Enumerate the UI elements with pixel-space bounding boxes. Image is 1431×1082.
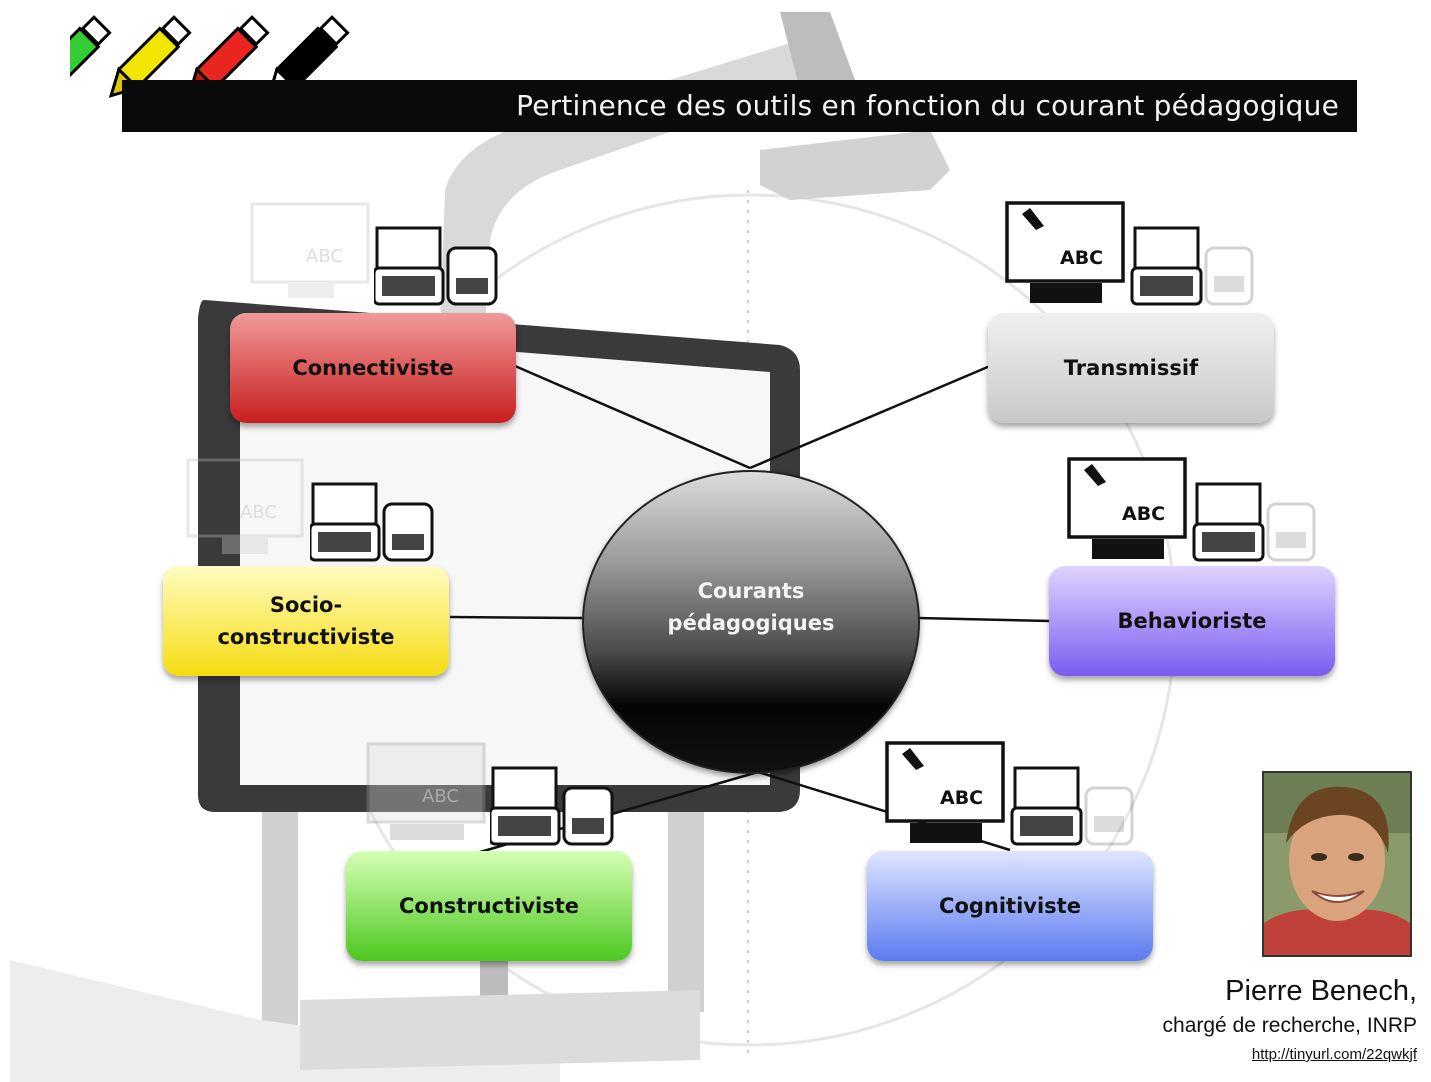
author-photo (1262, 771, 1412, 957)
tablet-icon-faded (1266, 502, 1316, 562)
node-cognitiviste: Cognitiviste (867, 851, 1153, 961)
marker-icons (70, 15, 350, 98)
author-link[interactable]: http://tinyurl.com/22qwkjf (1251, 1046, 1417, 1063)
title-bar: Pertinence des outils en fonction du cou… (122, 80, 1357, 132)
tablet-icon (562, 786, 614, 846)
node-behavioriste: Behavioriste (1049, 566, 1335, 676)
laptop-icon (490, 766, 561, 846)
board-abc-label: ABC (1122, 503, 1165, 525)
tablet-icon (446, 246, 498, 306)
node-constructiviste: Constructiviste (346, 851, 632, 961)
interactive-board-icon: ABC (885, 741, 1005, 843)
tool-icons-connectiviste (374, 226, 498, 306)
author-name: Pierre Benech, (1225, 975, 1417, 1007)
interactive-board-icon: ABC (1067, 457, 1187, 559)
laptop-icon (1010, 766, 1083, 846)
node-transmissif-label: Transmissif (1063, 356, 1199, 380)
connector-socio (449, 615, 583, 620)
node-connectiviste: Connectiviste (230, 313, 516, 423)
connector-transmissif (749, 364, 991, 470)
center-label-line1: Courants (697, 579, 805, 603)
node-socio-label-line2: constructiviste (217, 625, 395, 649)
svg-text:ABC: ABC (422, 786, 459, 807)
board-abc-label: ABC (1060, 247, 1103, 269)
node-connectiviste-label: Connectiviste (292, 356, 454, 380)
tool-icons-socio (310, 482, 434, 562)
board-abc-label: ABC (940, 787, 983, 809)
center-label-line2: pédagogiques (667, 611, 835, 635)
node-transmissif: Transmissif (988, 313, 1274, 423)
svg-text:ABC: ABC (306, 246, 343, 267)
page-title: Pertinence des outils en fonction du cou… (516, 89, 1339, 122)
laptop-icon (1192, 482, 1265, 562)
tablet-icon-faded (1204, 246, 1254, 306)
tool-icons-cognitiviste: ABC (885, 741, 1134, 846)
green-marker-icon (70, 15, 112, 91)
node-cognitiviste-label: Cognitiviste (939, 894, 1081, 918)
node-socio-label-line1: Socio- (269, 593, 343, 617)
laptop-icon (374, 226, 445, 306)
tablet-icon (382, 502, 434, 562)
connector-behavioriste (917, 616, 1051, 623)
tool-icons-constructiviste (490, 766, 614, 846)
node-behavioriste-label: Behavioriste (1117, 609, 1267, 633)
node-socio-label: Socio- constructiviste (217, 589, 394, 653)
tool-icons-behavioriste: ABC (1067, 457, 1316, 562)
svg-text:ABC: ABC (240, 502, 277, 523)
center-node-courants-pedagogiques: Courants pédagogiques (582, 470, 920, 774)
tool-icons-transmissif: ABC (1005, 201, 1254, 306)
laptop-icon (310, 482, 381, 562)
tablet-icon-faded (1084, 786, 1134, 846)
connector-connectiviste (514, 364, 751, 470)
interactive-board-icon: ABC (1005, 201, 1125, 303)
center-node-label: Courants pédagogiques (668, 575, 835, 639)
node-constructiviste-label: Constructiviste (399, 894, 579, 918)
author-portrait-image (1264, 773, 1410, 955)
node-socio-constructiviste: Socio- constructiviste (163, 566, 449, 676)
laptop-icon (1130, 226, 1203, 306)
author-role: chargé de recherche, INRP (1162, 1014, 1417, 1037)
